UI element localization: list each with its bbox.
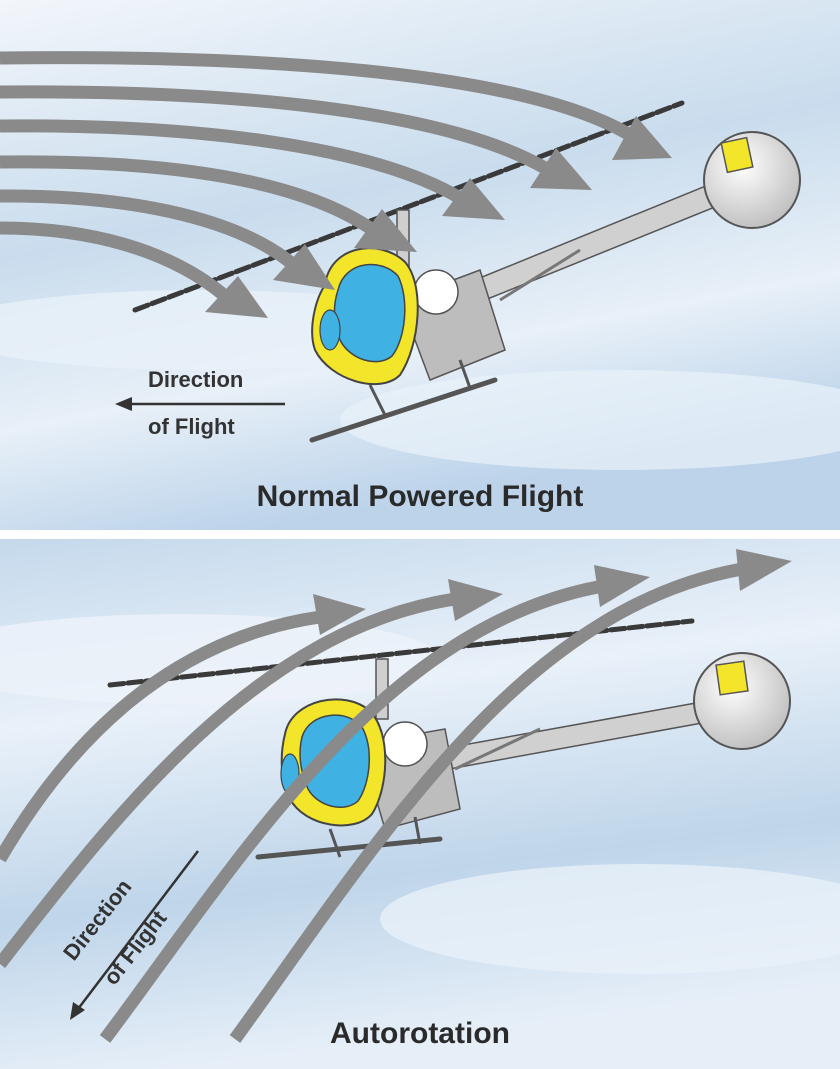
airflow-arrow	[0, 189, 295, 268]
landing-skid	[255, 836, 443, 860]
engine-dome	[382, 721, 428, 767]
skid-strut	[458, 359, 472, 389]
canopy-window	[333, 263, 406, 363]
cloud	[340, 370, 840, 470]
arrowhead	[612, 116, 672, 160]
normal-flight-illustration	[0, 0, 840, 530]
airflow-arrowheads	[205, 116, 672, 318]
autorotation-illustration	[0, 539, 840, 1069]
arrowhead	[448, 579, 503, 621]
cloud	[380, 864, 840, 974]
airflow-arrow	[0, 85, 549, 174]
tail-strut	[499, 248, 581, 302]
airflow-arrow	[0, 51, 634, 141]
tail-rotor-gearbox	[720, 136, 754, 174]
arrowhead	[594, 565, 650, 607]
arrowhead	[442, 178, 505, 220]
skid-strut	[328, 828, 342, 858]
direction-arrow	[70, 850, 199, 1020]
caption-autorotation: Autorotation	[330, 1017, 510, 1050]
arrowhead	[205, 276, 268, 318]
airflow-arrows	[0, 51, 634, 301]
arrowhead	[273, 244, 335, 290]
airflow-arrow	[0, 119, 464, 204]
landing-skid	[309, 377, 498, 443]
airflow-arrowheads	[313, 549, 792, 635]
helicopter	[309, 131, 801, 443]
engine-dome	[413, 269, 459, 315]
airflow-arrows	[0, 562, 744, 1043]
caption-normal-flight: Normal Powered Flight	[256, 480, 584, 513]
autorotation-panel: Direction of Flight Autorotation	[0, 539, 840, 1069]
helicopter	[255, 652, 791, 860]
direction-label-line1: Direction	[148, 367, 244, 392]
arrowhead	[736, 549, 792, 591]
airflow-arrow	[229, 562, 744, 1043]
airflow-arrow	[0, 155, 374, 234]
tail-rotor-gearbox	[715, 660, 749, 696]
airflow-arrow	[0, 610, 321, 863]
airflow-arrow	[99, 580, 600, 1043]
side-window	[319, 309, 341, 351]
airflow-arrow	[0, 592, 456, 968]
direction-arrow	[115, 397, 285, 411]
direction-label-line2: of Flight	[148, 414, 235, 439]
airflow-arrow	[0, 221, 230, 301]
tail-strut	[454, 727, 541, 771]
arrowhead	[354, 209, 417, 252]
skid-strut	[368, 384, 387, 416]
tail-rotor-disc	[703, 131, 801, 229]
arrowhead	[530, 148, 592, 190]
normal-flight-panel: Direction of Flight Normal Powered Fligh…	[0, 0, 840, 530]
arrowhead	[313, 594, 366, 635]
main-rotor-blade	[132, 100, 685, 313]
